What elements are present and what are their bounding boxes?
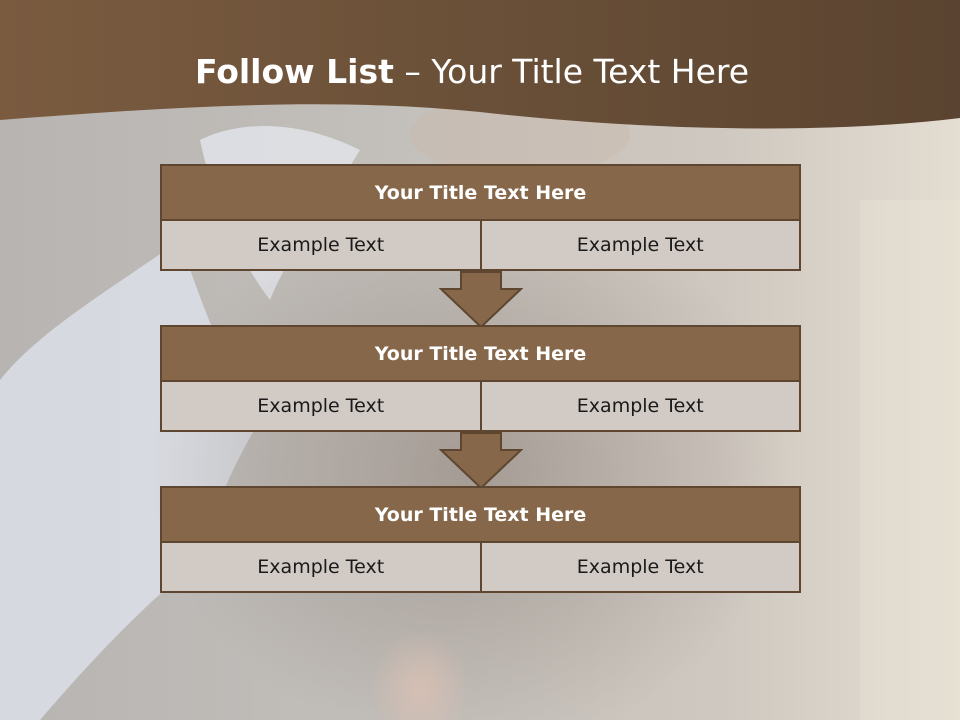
block-cell-right: Example Text xyxy=(481,382,801,432)
block-heading: Your Title Text Here xyxy=(160,486,801,543)
header-band xyxy=(0,0,960,129)
list-block-2: Your Title Text Here Example Text Exampl… xyxy=(160,325,801,432)
down-arrow-icon xyxy=(439,271,523,329)
list-block-1: Your Title Text Here Example Text Exampl… xyxy=(160,164,801,271)
block-cell-right: Example Text xyxy=(481,543,801,593)
title-rest: – Your Title Text Here xyxy=(393,52,750,91)
slide-title: Follow List – Your Title Text Here xyxy=(0,52,944,91)
block-cell-left: Example Text xyxy=(160,382,482,432)
down-arrow-icon xyxy=(439,432,523,490)
block-cell-left: Example Text xyxy=(160,221,482,271)
title-bold: Follow List xyxy=(194,52,394,91)
block-row: Example Text Example Text xyxy=(160,221,801,271)
block-cell-left: Example Text xyxy=(160,543,482,593)
block-row: Example Text Example Text xyxy=(160,543,801,593)
list-block-3: Your Title Text Here Example Text Exampl… xyxy=(160,486,801,593)
block-cell-right: Example Text xyxy=(481,221,801,271)
block-heading: Your Title Text Here xyxy=(160,325,801,382)
block-row: Example Text Example Text xyxy=(160,382,801,432)
block-heading: Your Title Text Here xyxy=(160,164,801,221)
